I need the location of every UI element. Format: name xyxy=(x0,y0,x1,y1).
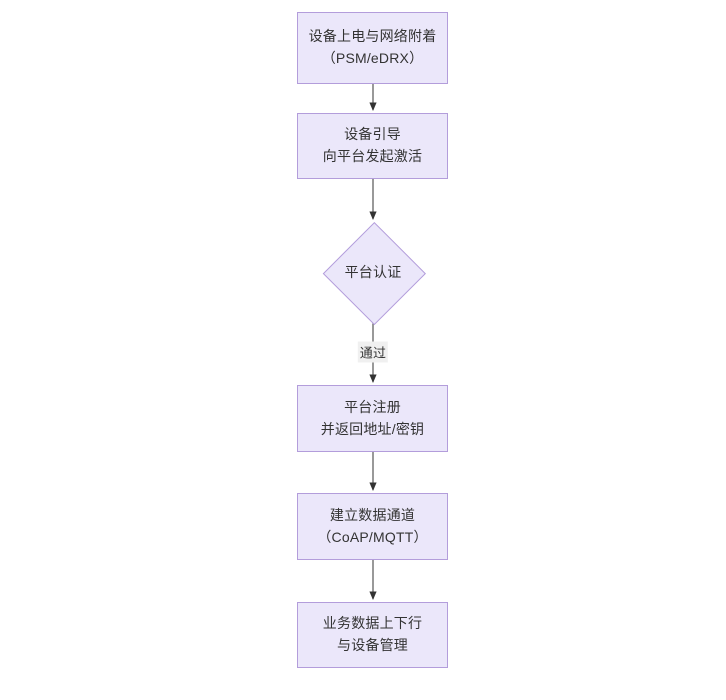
node-label-line: 业务数据上下行 xyxy=(322,615,423,632)
edge-label-pass: 通过 xyxy=(357,341,389,363)
node-label-line: 与设备管理 xyxy=(337,637,408,653)
node-establish-data-channel[interactable]: 建立数据通道 （CoAP/MQTT） xyxy=(297,493,448,560)
node-label-line: 向平台发起激活 xyxy=(322,148,423,164)
node-device-power-on[interactable]: 设备上电与网络附着 （PSM/eDRX） xyxy=(297,12,448,84)
node-label-line: （CoAP/MQTT） xyxy=(317,528,428,545)
node-platform-registration[interactable]: 平台注册 并返回地址/密钥 xyxy=(297,385,448,452)
node-device-bootstrap[interactable]: 设备引导 向平台发起激活 xyxy=(297,113,448,179)
node-label-line: 并返回地址/密钥 xyxy=(320,420,425,437)
node-platform-authentication[interactable]: 平台认证 xyxy=(322,221,426,325)
node-label-line: 建立数据通道 xyxy=(329,506,416,523)
node-label-line: 设备引导 xyxy=(344,126,401,143)
node-label-line: 平台认证 xyxy=(344,264,402,280)
node-business-data-and-device-management[interactable]: 业务数据上下行 与设备管理 xyxy=(297,602,448,668)
node-label-line: 设备上电与网络附着 xyxy=(308,28,437,45)
node-label-line: 平台注册 xyxy=(344,398,401,415)
node-label-line: （PSM/eDRX） xyxy=(321,50,424,66)
